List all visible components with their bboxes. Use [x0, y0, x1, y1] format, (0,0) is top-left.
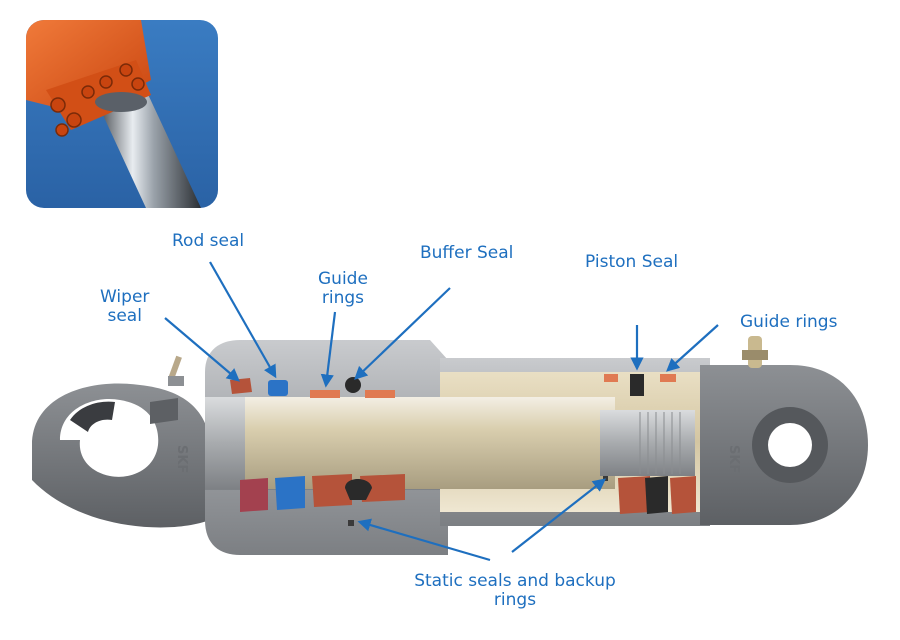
- label-piston-seal: Piston Seal: [585, 253, 678, 272]
- inset-photo: [26, 20, 218, 208]
- static-seal-left: [348, 520, 354, 526]
- skf-logo-left: SKF: [174, 445, 189, 473]
- guide-ring-left-top-2: [365, 390, 395, 398]
- arrow-static-seal-left: [357, 518, 491, 562]
- piston-seals: [603, 374, 696, 514]
- label-rod-seal-text: Rod seal: [172, 231, 245, 251]
- label-guide-rings-left-line-1: Guide: [318, 269, 368, 289]
- label-wiper-seal: Wiper seal: [100, 288, 149, 326]
- head-seals-top: [230, 377, 395, 398]
- label-rod-seal: Rod seal: [172, 232, 244, 251]
- label-static-seals-line-1: Static seals and backup: [414, 571, 616, 591]
- guide-ring-bottom-2: [360, 474, 405, 502]
- head-seals-bottom: [240, 474, 405, 526]
- cylinder-base-eye: [700, 336, 868, 525]
- label-static-seals: Static seals and backup rings: [400, 572, 630, 610]
- label-guide-rings-left-line-2: rings: [321, 288, 365, 308]
- arrow-wiper-seal: [164, 317, 241, 382]
- guide-ring-bottom-1: [312, 474, 352, 507]
- arrow-static-seal-right: [511, 478, 607, 553]
- rod-seal-bottom: [275, 476, 305, 510]
- rod-seal-top: [268, 380, 288, 396]
- guide-ring-left-top: [310, 390, 340, 398]
- label-guide-rings-right-text: Guide rings: [740, 312, 838, 332]
- label-wiper-seal-line-2: seal: [107, 306, 142, 326]
- piston-seal-top: [630, 374, 644, 396]
- label-piston-seal-text: Piston Seal: [585, 252, 679, 272]
- arrow-guide-rings-right: [666, 324, 719, 372]
- skf-logo-right: SKF: [726, 445, 741, 473]
- arrow-guide-rings-left: [320, 311, 337, 388]
- arrow-rod-seal: [209, 261, 277, 379]
- label-buffer-seal-text: Buffer Seal: [420, 243, 514, 263]
- arrow-buffer-seal: [354, 287, 451, 380]
- piston-seal-bottom: [645, 476, 668, 514]
- wiper-seal-bottom: [240, 478, 268, 512]
- label-static-seals-line-2: rings: [493, 590, 537, 610]
- label-guide-rings-right: Guide rings: [740, 313, 837, 332]
- label-guide-rings-left: Guide rings: [318, 270, 368, 308]
- buffer-seal-bottom: [345, 479, 372, 500]
- guide-ring-right-top-2: [604, 374, 618, 382]
- buffer-seal-top: [345, 377, 361, 393]
- guide-ring-right-top: [660, 374, 676, 382]
- inset-photo-illustration: [26, 20, 218, 208]
- wiper-seal-top: [230, 378, 252, 394]
- rod-end-eye: [32, 355, 210, 528]
- piston-guide-bottom-2: [670, 476, 696, 514]
- leader-arrows: [164, 261, 719, 562]
- label-wiper-seal-line-1: Wiper: [100, 287, 150, 307]
- piston-rod: [205, 397, 695, 489]
- label-buffer-seal: Buffer Seal: [420, 244, 513, 263]
- piston-guide-bottom-1: [618, 476, 650, 514]
